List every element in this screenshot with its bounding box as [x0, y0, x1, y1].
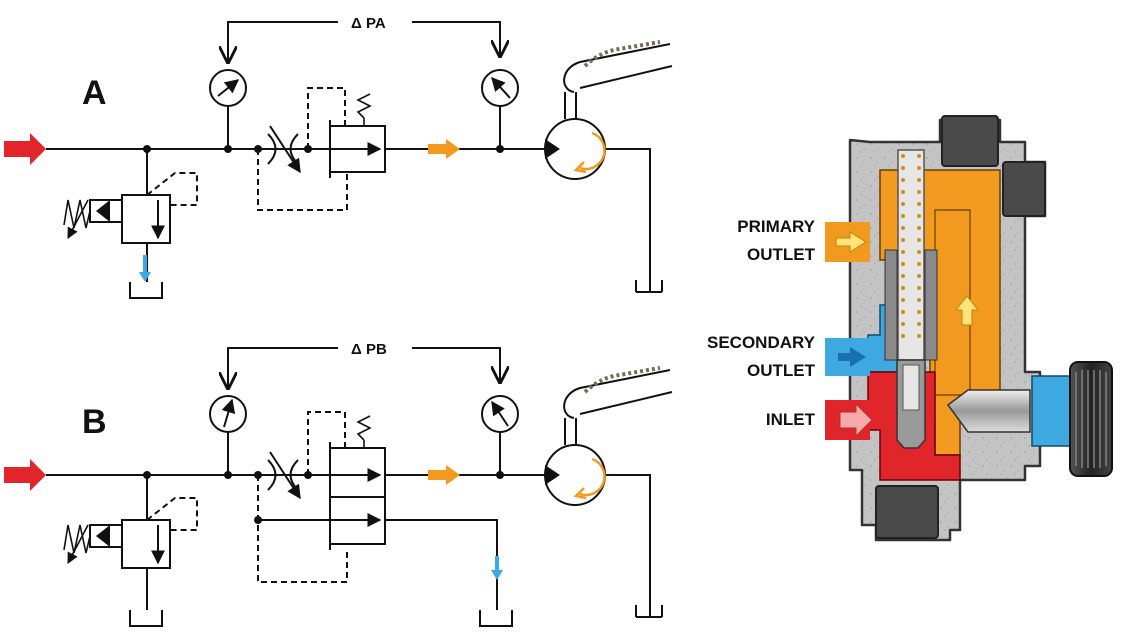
pressure-compensator-a — [329, 93, 386, 178]
delta-pa-label: Δ PA — [351, 15, 386, 32]
secondary-outlet-label-line1: SECONDARY — [707, 333, 816, 352]
variable-orifice-icon-a — [267, 125, 301, 174]
circuit-a: A Δ PA — [4, 15, 673, 299]
pressure-gauge-icon-b-left — [209, 395, 247, 475]
supply-arrow-b — [4, 459, 46, 491]
priority-valve-cutaway: PRIMARY OUTLET SECONDARY OUTLET INLET — [707, 115, 1113, 542]
variable-orifice-icon-b — [267, 451, 301, 500]
delta-pb-label: Δ PB — [351, 341, 387, 358]
adjustment-knob — [1069, 361, 1113, 477]
circuit-a-label: A — [82, 74, 107, 112]
circuit-b-label: B — [82, 403, 107, 441]
pressure-compensator-b — [329, 415, 386, 550]
hydraulic-motor-icon-b — [544, 366, 673, 506]
pressure-gauge-icon-a-right — [481, 69, 519, 149]
relief-valve-icon-a — [63, 149, 198, 299]
pressure-gauge-icon-a-left — [209, 69, 247, 149]
primary-outlet-label-line1: PRIMARY — [737, 217, 815, 236]
secondary-outlet-label-line2: OUTLET — [747, 361, 816, 380]
circuit-b: B Δ PB — [4, 341, 673, 627]
primary-outlet-label-line2: OUTLET — [747, 245, 816, 264]
inlet-label: INLET — [766, 410, 816, 429]
supply-arrow-a — [4, 133, 46, 165]
hydraulic-motor-icon-a — [544, 40, 673, 180]
pressure-gauge-icon-b-right — [481, 395, 519, 475]
relief-valve-icon-b — [63, 475, 198, 627]
